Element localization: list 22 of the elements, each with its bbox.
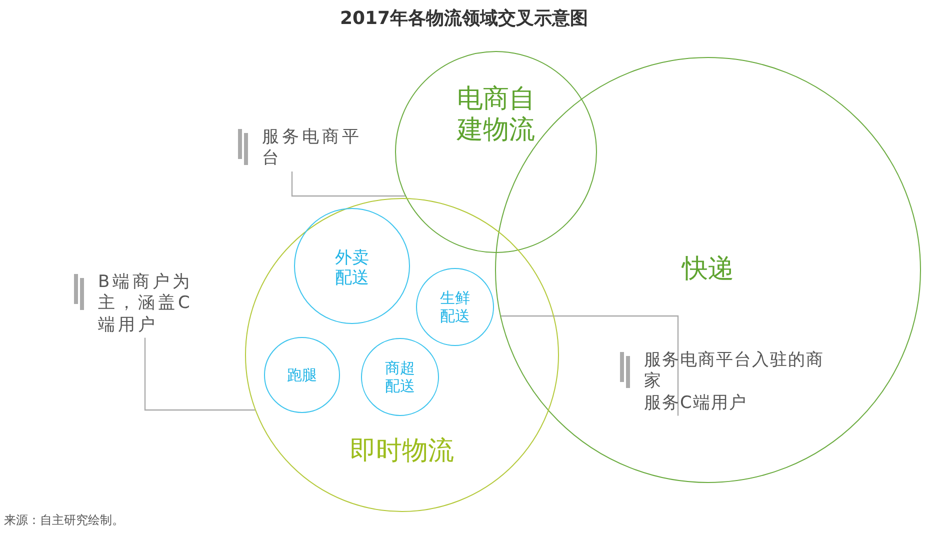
leader-line [144, 337, 255, 411]
venn-circle [361, 338, 439, 416]
annotation-text: 服务C端用户 [644, 392, 748, 414]
venn-circle [294, 208, 410, 324]
leader-line [291, 171, 406, 197]
circle-label: 即时物流 [349, 436, 455, 468]
venn-circle [395, 51, 597, 253]
leader-line [500, 315, 679, 416]
venn-circle [264, 337, 340, 413]
circle-label: 生鲜配送 [439, 289, 471, 325]
chart-title: 2017年各物流领域交叉示意图 [338, 7, 590, 30]
source-note: 来源：自主研究绘制。 [4, 512, 124, 529]
circle-label: 快递 [680, 254, 735, 286]
circle-label: 外卖配送 [334, 248, 370, 288]
annotation-text: 服务电商平台 [262, 127, 363, 170]
venn-circle [416, 268, 494, 346]
venn-circle [245, 198, 559, 512]
annotation-text: B端商户为主，涵盖C端用户 [98, 272, 194, 336]
circle-label: 跑腿 [286, 366, 318, 384]
circle-label: 商超配送 [384, 359, 416, 395]
annotation-text: 服务电商平台入驻的商家 [644, 350, 825, 392]
circle-label: 电商自建物流 [456, 84, 536, 146]
